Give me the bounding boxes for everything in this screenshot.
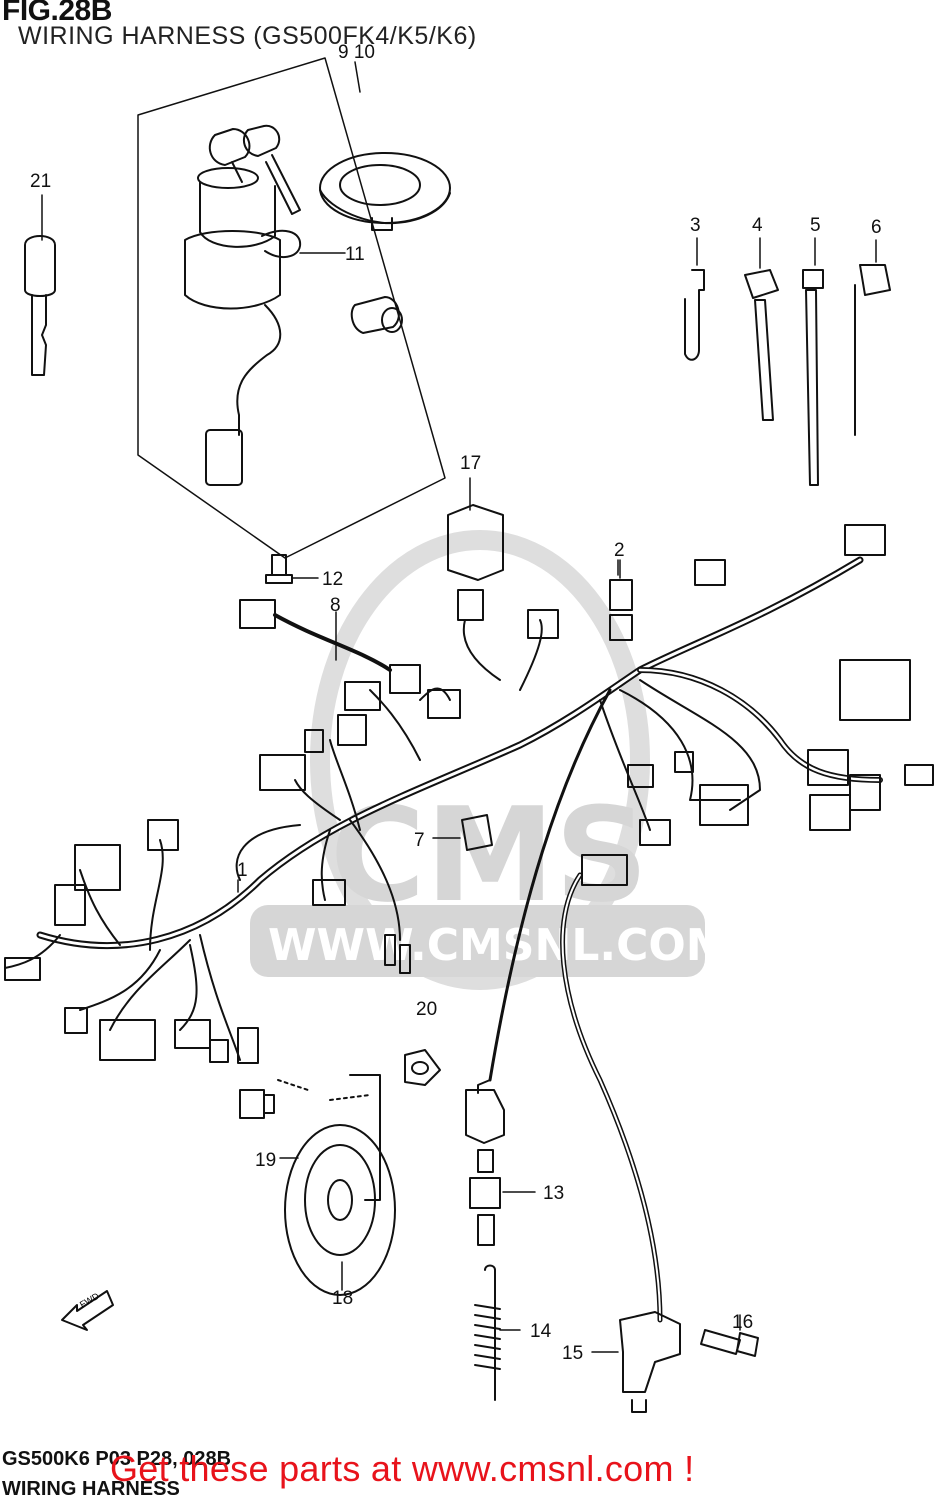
- callout-18: 18: [332, 1288, 354, 1309]
- callout-7: 7: [414, 830, 425, 851]
- connector-icon: [239, 599, 276, 629]
- callout-14: 14: [530, 1321, 552, 1342]
- clip-7-icon: [432, 814, 493, 851]
- fuel-cap-icon: [319, 152, 451, 231]
- watermark-url-band: [250, 905, 705, 977]
- callout-5: 5: [810, 215, 821, 236]
- side-stand-switch-icon: [591, 1311, 681, 1413]
- figure-title: WIRING HARNESS (GS500FK4/K5/K6): [18, 22, 477, 50]
- callout-9-10: 9 10: [338, 42, 375, 63]
- callout-1: 1: [237, 860, 248, 881]
- relay-2-icon: [609, 559, 633, 641]
- watermark-url: WWW.CMSNL.COM: [268, 920, 730, 971]
- horn-bolt-icon: [239, 1079, 371, 1119]
- ignition-switch-icon: [184, 167, 346, 486]
- horn-icon: [279, 1074, 396, 1296]
- ignition-set-outline: [137, 57, 446, 559]
- callout-20: 20: [416, 999, 438, 1020]
- callout-15: 15: [562, 1343, 584, 1364]
- leader-9-10: [354, 61, 361, 93]
- bolt-16-icon: [700, 1314, 759, 1357]
- clip-6-icon: [854, 239, 891, 436]
- callout-21: 21: [30, 171, 52, 192]
- callout-13: 13: [543, 1183, 565, 1204]
- footer-name: WIRING HARNESS: [2, 1478, 180, 1500]
- footer-code: GS500K6 P03 P28, 028B: [2, 1448, 232, 1470]
- screw-12-icon: [265, 554, 319, 584]
- callout-19: 19: [255, 1150, 277, 1171]
- callout-3: 3: [690, 215, 701, 236]
- neutral-switch-cable-icon: [465, 1079, 536, 1246]
- spring-14-icon: [474, 1264, 521, 1401]
- nut-20-icon: [404, 1049, 441, 1086]
- callout-12: 12: [322, 569, 344, 590]
- callout-16: 16: [732, 1312, 754, 1333]
- callout-11: 11: [345, 244, 365, 265]
- callout-2: 2: [614, 540, 625, 561]
- key-icon: [208, 124, 301, 215]
- figure-number: FIG.28B: [2, 0, 112, 27]
- direction-arrow-icon: [61, 1290, 114, 1331]
- clamp-3-icon: [684, 237, 705, 361]
- connector-17-icon: [447, 477, 504, 621]
- cable-tie-4-icon: [744, 237, 779, 421]
- direction-label: FWD: [78, 1291, 101, 1310]
- key-blank-icon: [24, 194, 56, 376]
- callout-4: 4: [752, 215, 763, 236]
- lock-cylinder-icon: [350, 296, 403, 334]
- callout-8: 8: [330, 595, 341, 616]
- callout-6: 6: [871, 217, 882, 238]
- cable-tie-5-icon: [802, 237, 824, 486]
- promo-link[interactable]: Get these parts at www.cmsnl.com !: [110, 1448, 695, 1489]
- watermark-logo-ring: [310, 530, 650, 990]
- callout-17: 17: [460, 453, 482, 474]
